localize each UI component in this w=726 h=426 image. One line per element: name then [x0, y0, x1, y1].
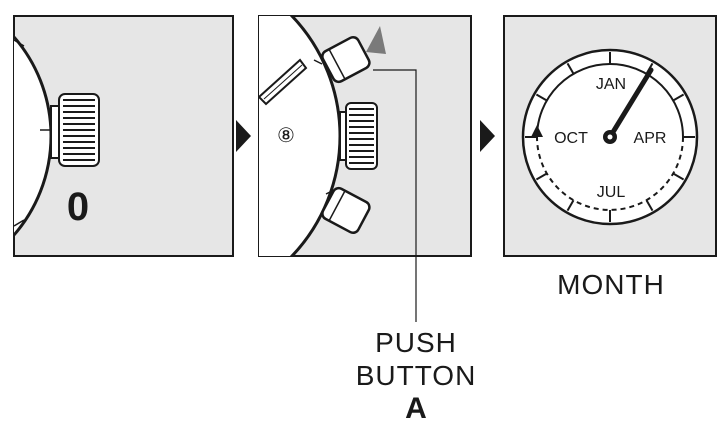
push-button-callout: PUSH BUTTON A — [356, 327, 477, 425]
panel-push-button: ⑧ — [258, 15, 472, 257]
panel-month-dial: JAN APR JUL OCT — [503, 15, 717, 257]
push-button-b — [321, 186, 371, 235]
month-label-oct: OCT — [554, 130, 588, 147]
month-caption: MONTH — [557, 269, 665, 300]
panel-crown-position-0: 0 — [13, 15, 234, 257]
month-label-jan: JAN — [596, 76, 626, 93]
callout-leader-line — [373, 69, 417, 322]
arrow-right-icon — [236, 120, 251, 152]
hand-icon — [259, 58, 308, 106]
crown-icon — [50, 93, 100, 167]
triangle-pointer-icon — [366, 26, 386, 54]
start-marker-icon — [531, 125, 543, 137]
callout-line-button: BUTTON — [356, 360, 477, 391]
hand-icon — [603, 67, 654, 144]
crown-icon — [339, 102, 378, 170]
dial-marker: ⑧ — [277, 125, 295, 147]
month-label-apr: APR — [634, 130, 667, 147]
callout-line-push: PUSH — [375, 327, 457, 358]
arrow-right-icon — [480, 120, 495, 152]
crown-position-label: 0 — [67, 185, 89, 229]
push-button-a — [321, 35, 371, 84]
callout-line-a: A — [405, 392, 427, 425]
month-label-jul: JUL — [597, 184, 626, 201]
